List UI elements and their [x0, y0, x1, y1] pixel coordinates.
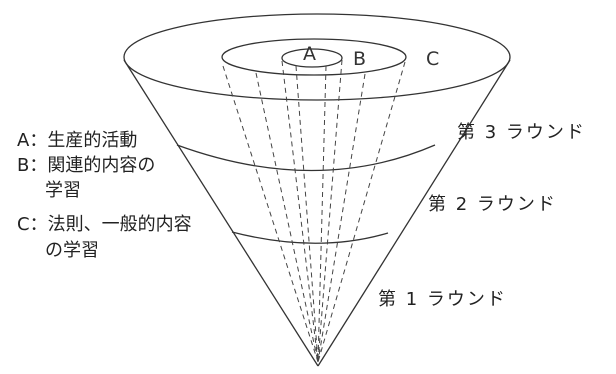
- legend-a-text: A：生産的活動: [17, 130, 138, 151]
- legend-c-text: C：法則、一般的内容: [17, 214, 192, 235]
- outer-rim-ellipse: [123, 13, 511, 101]
- inner-ring-ellipse: [281, 48, 343, 68]
- round-2-label: 第 2 ラウンド: [428, 194, 557, 215]
- cone-left-edge: [123, 59, 319, 367]
- round-3-label: 第 3 ラウンド: [457, 122, 586, 143]
- legend-b-text-cont: 学習: [45, 180, 81, 201]
- round-boundary-upper: [176, 144, 436, 172]
- cone-right-edge: [317, 59, 511, 367]
- middle-ring-ellipse: [221, 38, 407, 76]
- legend-b-text: B：関連的内容の: [17, 155, 156, 176]
- dashed-guide-lines: [222, 59, 406, 363]
- ring-label-b: B: [353, 48, 367, 70]
- round-1-label: 第 1 ラウンド: [378, 289, 507, 310]
- legend-c-text-cont: の学習: [45, 240, 99, 261]
- ring-label-a: A: [303, 43, 316, 65]
- ring-label-c: C: [426, 48, 440, 70]
- round-boundary-lower: [231, 231, 389, 244]
